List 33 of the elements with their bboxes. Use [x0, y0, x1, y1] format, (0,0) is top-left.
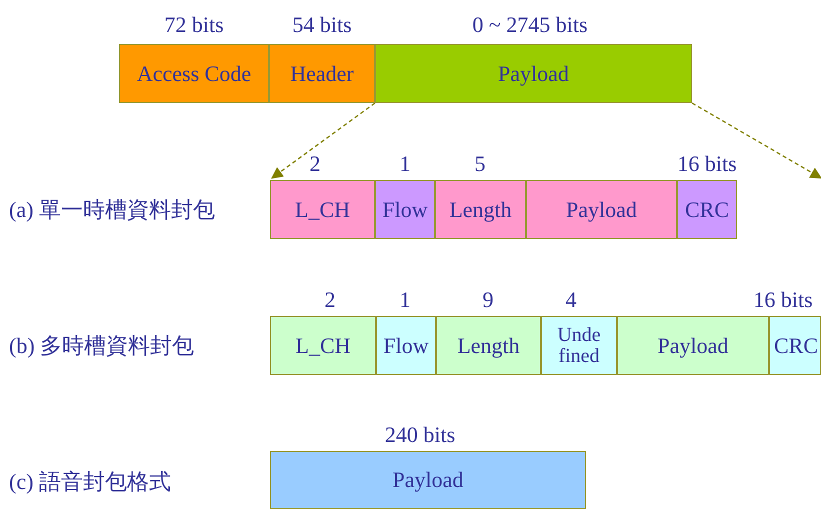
field-box: CRC	[769, 316, 821, 375]
bit-count: 9	[482, 289, 494, 311]
field-box: Payload	[375, 44, 692, 103]
bit-count: 54 bits	[292, 14, 352, 36]
bit-count: 72 bits	[164, 14, 224, 36]
bit-count: 2	[310, 153, 320, 175]
packet-type-label: (a) 單一時槽資料封包	[9, 199, 215, 221]
field-box: Length	[435, 180, 526, 239]
bit-count: 4	[566, 289, 576, 311]
packet-type-label: (c) 語音封包格式	[9, 471, 171, 493]
bit-count: 0 ~ 2745 bits	[472, 14, 588, 36]
field-box: Length	[436, 316, 541, 375]
dashed-arrow	[692, 102, 821, 179]
field-box: Payload	[526, 180, 677, 239]
field-box: L_CH	[270, 316, 376, 375]
packet-type-label: (b) 多時槽資料封包	[9, 335, 194, 357]
field-box: Access Code	[119, 44, 269, 103]
bit-count: 240 bits	[384, 424, 456, 446]
bit-count: 16 bits	[677, 153, 737, 175]
bit-count: 1	[400, 289, 410, 311]
field-box: Flow	[376, 316, 436, 375]
bit-count: 1	[400, 153, 410, 175]
field-box: CRC	[677, 180, 737, 239]
field-box: Flow	[375, 180, 435, 239]
field-box: Unde fined	[541, 316, 617, 375]
field-box: Payload	[270, 451, 586, 509]
field-box: Payload	[617, 316, 769, 375]
bit-count: 2	[324, 289, 336, 311]
field-box: Header	[269, 44, 375, 103]
bit-count: 5	[474, 153, 486, 175]
field-box: L_CH	[270, 180, 375, 239]
dashed-arrow	[271, 102, 376, 179]
bit-count: 16 bits	[753, 289, 813, 311]
